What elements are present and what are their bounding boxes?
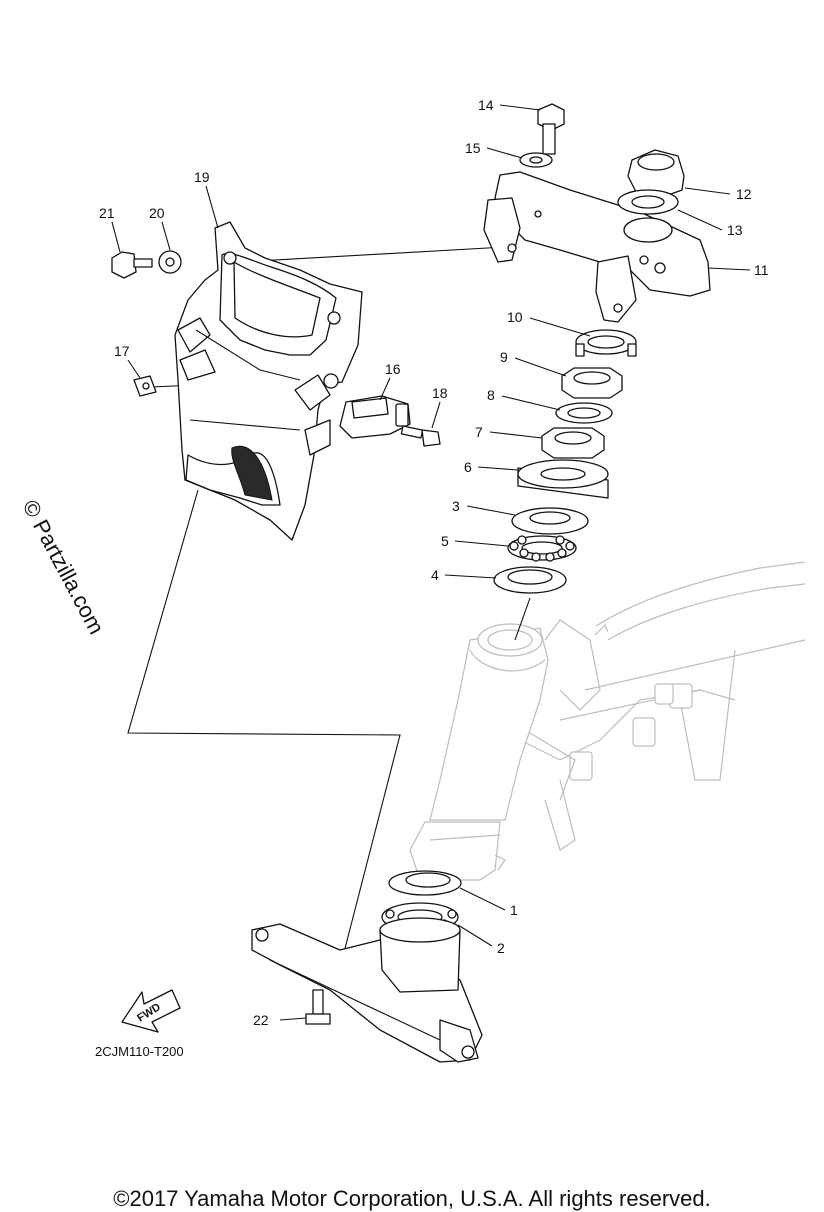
lower-bracket-steering-stem: [251, 917, 483, 1063]
part-16-bracket: [339, 395, 411, 439]
callout-21: 21: [99, 205, 115, 221]
upper-bracket-part-11: [483, 171, 711, 323]
callout-13: 13: [727, 222, 743, 238]
copyright-notice: ©2017 Yamaha Motor Corporation, U.S.A. A…: [113, 1186, 711, 1211]
part-15-washer: [519, 152, 553, 168]
callout-4: 4: [431, 567, 439, 583]
callout-16: 16: [385, 361, 401, 377]
callout-5: 5: [441, 533, 449, 549]
callout-18: 18: [432, 385, 448, 401]
part-14-bolt: [537, 103, 565, 155]
watermark: © Partzilla.com: [18, 496, 110, 639]
callout-19: 19: [194, 169, 210, 185]
part-1-race: [388, 870, 462, 896]
diagram-reference-code: 2CJM110-T200: [95, 1044, 184, 1059]
callout-leaders: [111, 104, 751, 1021]
part-13-washer: [617, 189, 679, 215]
callout-3: 3: [452, 498, 460, 514]
part-17-nut-clip: [133, 375, 157, 397]
callout-11: 11: [754, 262, 769, 278]
part-22-bolt: [305, 989, 331, 1025]
frame-outline: [409, 561, 806, 881]
callout-20: 20: [149, 205, 165, 221]
callout-labels: 14 15 12 13 11 10 9 8 7 6 3 5 4 1 2 22 1…: [99, 97, 769, 1028]
callout-12: 12: [736, 186, 752, 202]
callout-17: 17: [114, 343, 130, 359]
callout-2: 2: [497, 940, 505, 956]
callout-6: 6: [464, 459, 472, 475]
part-9-ring-nut: [561, 367, 623, 399]
callout-7: 7: [475, 424, 483, 440]
callout-15: 15: [465, 140, 481, 156]
part-12-nut: [627, 149, 685, 199]
callout-22: 22: [253, 1012, 269, 1028]
part-10-lock-washer: [575, 329, 637, 357]
fwd-arrow-icon: FWD: [121, 989, 181, 1033]
part-21-bolt: [111, 251, 153, 279]
callout-10: 10: [507, 309, 523, 325]
callout-1: 1: [510, 902, 518, 918]
callout-14: 14: [478, 97, 494, 113]
headlight-cover-part-19: [174, 221, 363, 541]
callout-8: 8: [487, 387, 495, 403]
part-8-washer: [555, 402, 613, 424]
part-18-bolt: [400, 425, 441, 447]
part-4-race: [493, 566, 567, 594]
part-5-bearing: [507, 535, 577, 562]
part-20-washer: [158, 250, 182, 274]
callout-9: 9: [500, 349, 508, 365]
part-3-race: [511, 507, 589, 535]
part-7-ring-nut: [541, 427, 605, 459]
part-6-seal: [517, 459, 609, 499]
